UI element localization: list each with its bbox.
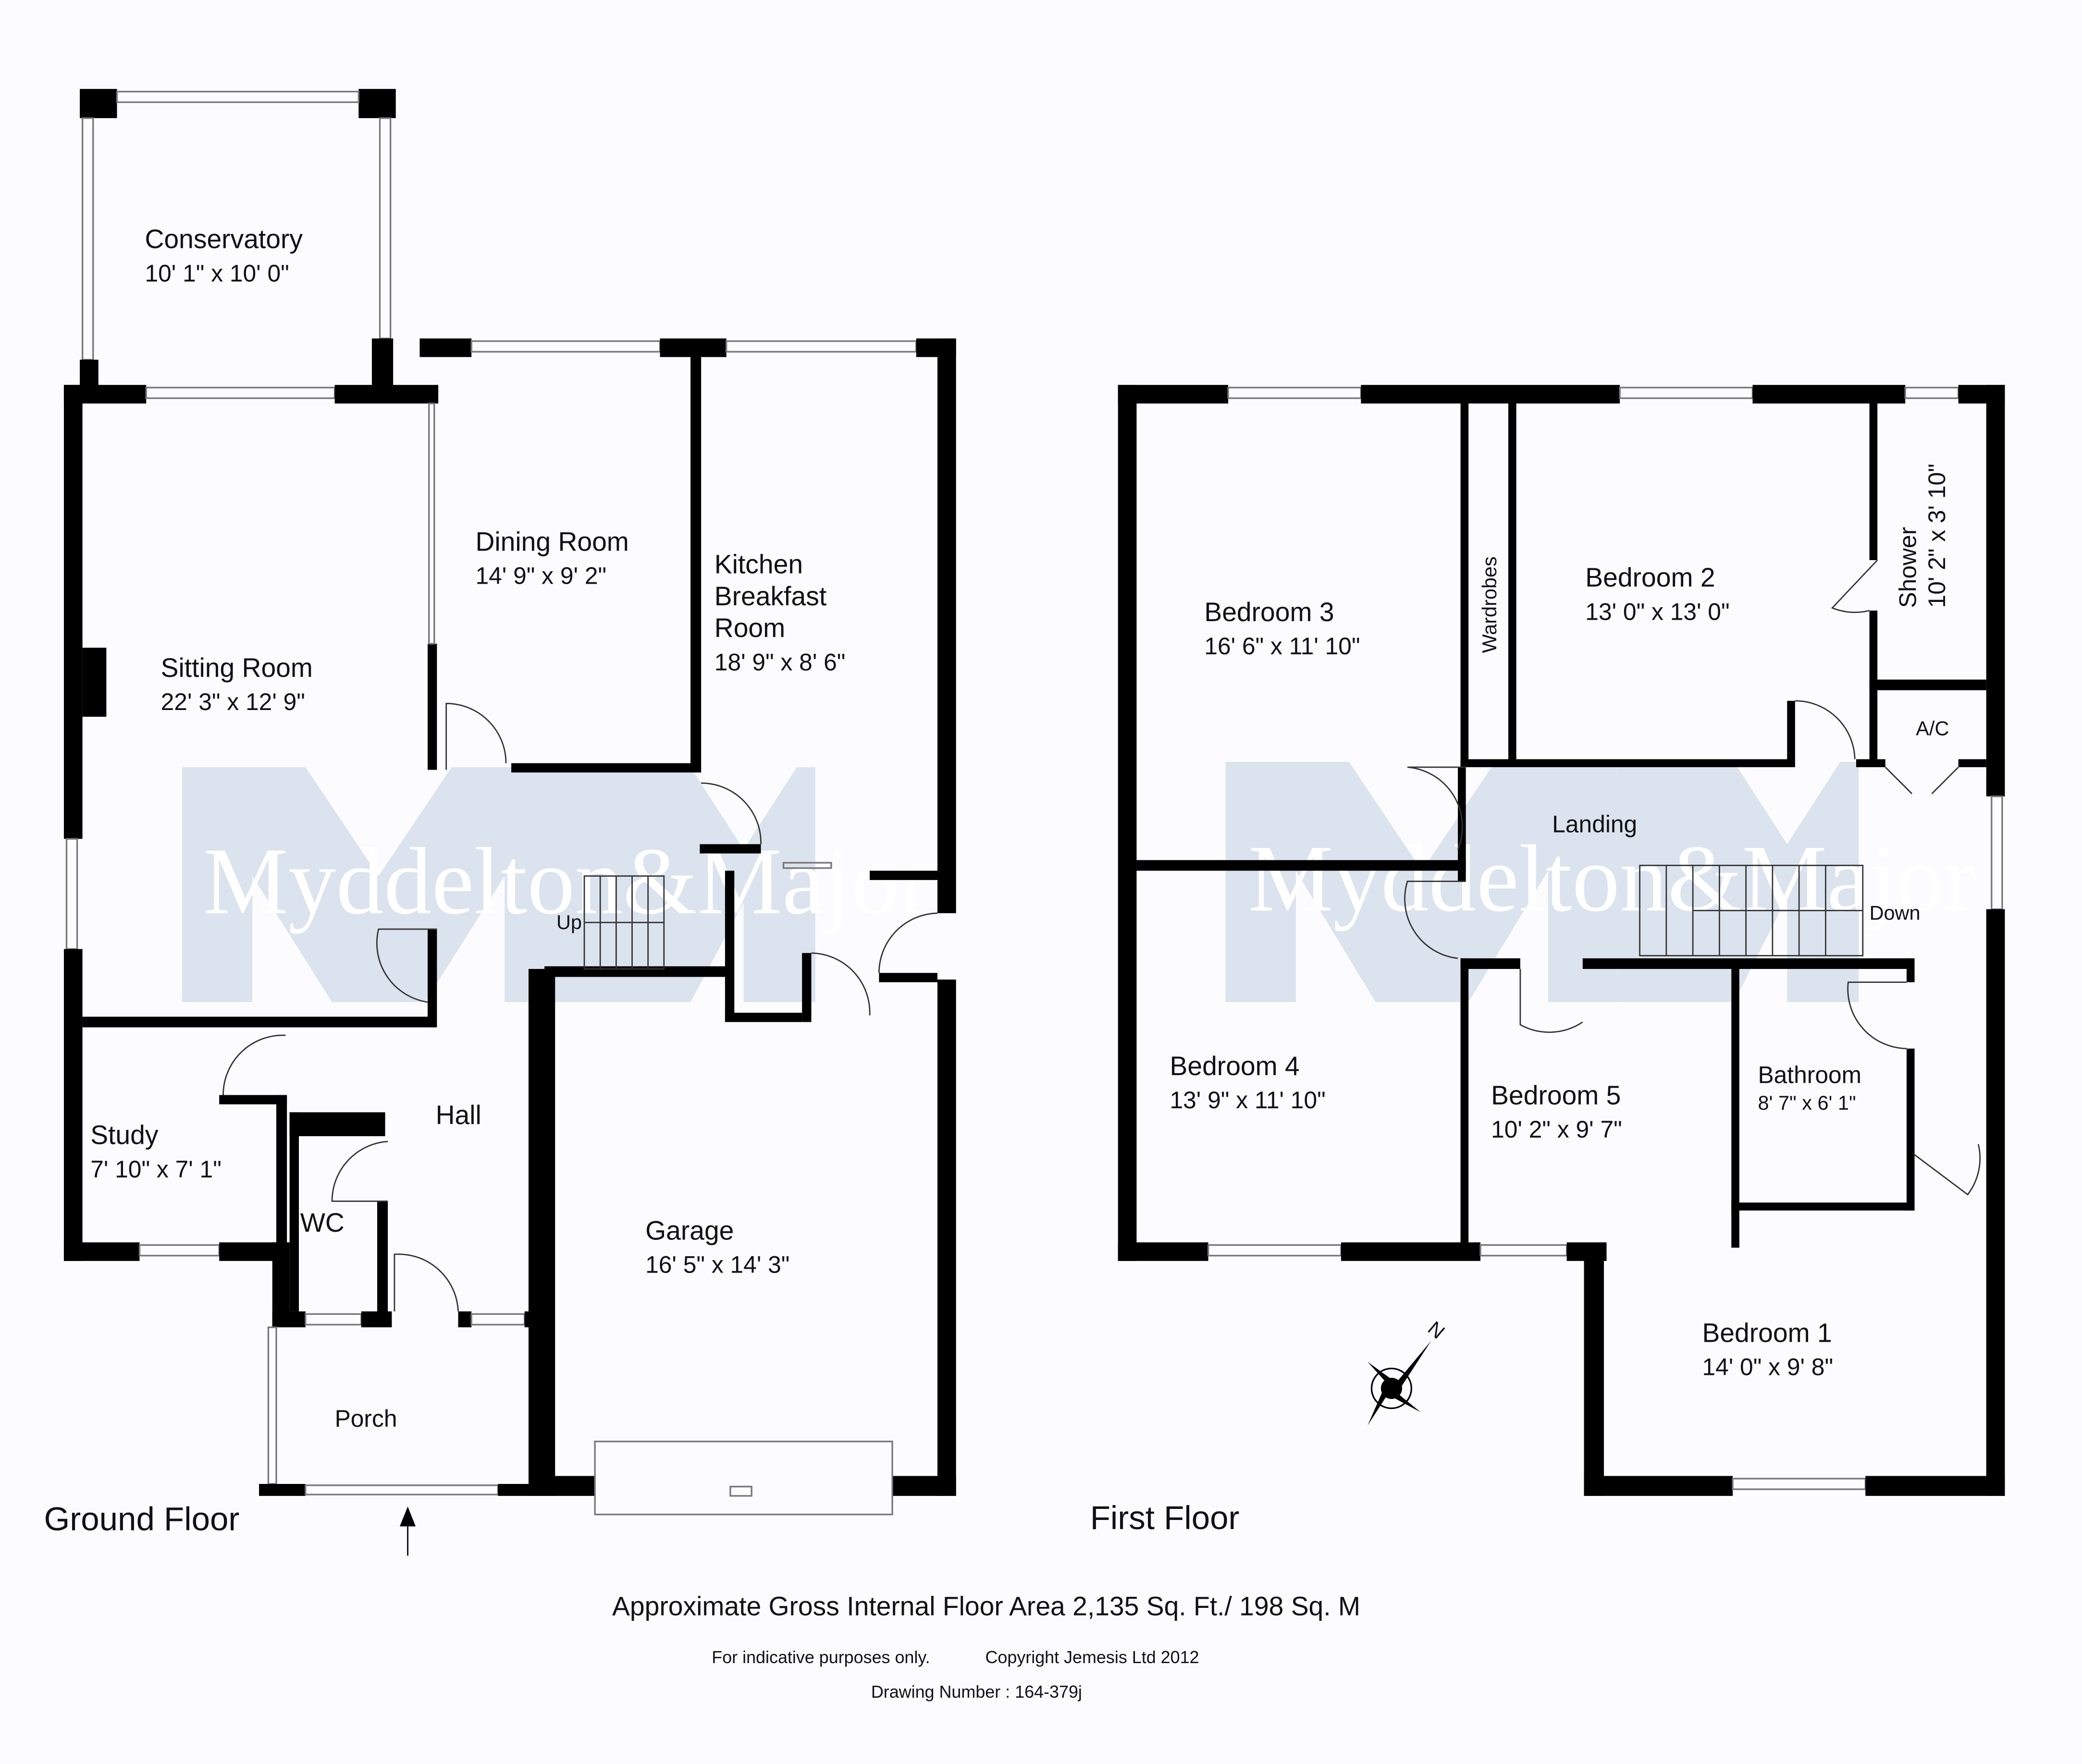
- floor-title: First Floor: [1090, 1499, 1240, 1536]
- room-dims: 16' 5" x 14' 3": [645, 1251, 789, 1278]
- room-name: Dining Room: [475, 527, 628, 557]
- stairs-label: Down: [1870, 902, 1921, 924]
- room-dims: 14' 9" x 9' 2": [475, 563, 606, 589]
- room-dims: 7' 10" x 7' 1": [90, 1156, 222, 1183]
- watermark-text: Myddelton&Major: [203, 829, 931, 934]
- drawing-number: Drawing Number : 164-379j: [871, 1682, 1082, 1702]
- room-dims: 13' 9" x 11' 10": [1170, 1087, 1326, 1114]
- room-dims: 14' 0" x 9' 8": [1702, 1353, 1833, 1380]
- room-dims: 16' 6" x 11' 10": [1204, 633, 1360, 660]
- room-name: Sitting Room: [161, 653, 313, 683]
- room-name: Garage: [645, 1216, 734, 1246]
- room-name: Bathroom: [1758, 1062, 1862, 1089]
- disclaimer: For indicative purposes only.: [712, 1647, 930, 1667]
- ground-floor-labels: Conservatory 10' 1" x 10' 0" Sitting Roo…: [44, 224, 846, 1538]
- room-dims: 10' 2" x 9' 7": [1491, 1116, 1622, 1143]
- room-name: Bedroom 2: [1585, 563, 1715, 592]
- room-name: Bedroom 4: [1170, 1051, 1300, 1081]
- room-name: Wardrobes: [1478, 556, 1501, 653]
- room-name: Porch: [335, 1405, 397, 1432]
- watermark-text: Myddelton&Major: [1248, 826, 1976, 931]
- room-name: Kitchen: [715, 550, 803, 579]
- room-name: WC: [300, 1208, 345, 1237]
- room-name: Room: [715, 613, 785, 643]
- watermark-ground: Myddelton&Major: [182, 767, 931, 1003]
- ground-floor-walls: [63, 89, 956, 1556]
- room-dims: 10' 1" x 10' 0": [145, 260, 289, 287]
- floor-title: Ground Floor: [44, 1500, 240, 1538]
- room-dims: 22' 3" x 12' 9": [161, 688, 305, 715]
- room-dims: 10' 2" x 3' 10": [1923, 464, 1950, 608]
- stairs-label: Up: [556, 911, 582, 933]
- room-name: Shower: [1894, 527, 1921, 608]
- floor-area: Approximate Gross Internal Floor Area 2,…: [612, 1592, 1360, 1621]
- room-name: Study: [90, 1120, 159, 1150]
- room-dims: 8' 7" x 6' 1": [1758, 1091, 1856, 1114]
- first-floor-labels: Bedroom 3 16' 6" x 11' 10" Wardrobes Bed…: [1090, 464, 1950, 1536]
- copyright: Copyright Jemesis Ltd 2012: [985, 1647, 1199, 1667]
- room-name: Conservatory: [145, 224, 303, 254]
- room-name: Landing: [1552, 810, 1637, 837]
- room-name: A/C: [1916, 717, 1949, 740]
- room-name: Breakfast: [715, 581, 826, 611]
- room-dims: 18' 9" x 8' 6": [715, 649, 846, 675]
- first-floor-walls: N: [1118, 385, 2005, 1496]
- room-name: Bedroom 1: [1702, 1318, 1832, 1348]
- room-name: Hall: [436, 1100, 481, 1130]
- room-name: Bedroom 5: [1491, 1080, 1621, 1110]
- room-name: Bedroom 3: [1204, 597, 1334, 627]
- room-dims: 13' 0" x 13' 0": [1585, 598, 1729, 625]
- footer: Approximate Gross Internal Floor Area 2,…: [612, 1592, 1360, 1702]
